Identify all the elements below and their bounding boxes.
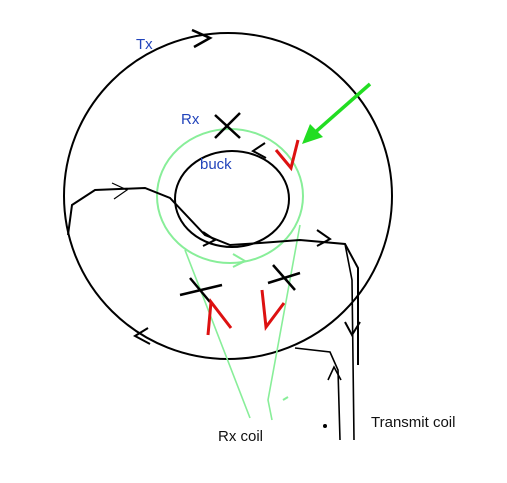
direction-arrow-icon bbox=[111, 182, 129, 200]
marker-dot bbox=[323, 424, 327, 428]
direction-arrow-icon bbox=[251, 142, 267, 159]
direction-arrow-icon bbox=[232, 253, 248, 268]
rx-coil-loop bbox=[156, 128, 304, 264]
label-rx: Rx bbox=[181, 111, 200, 128]
label-buck: buck bbox=[200, 156, 232, 173]
cross-mark-icon bbox=[267, 264, 301, 291]
rx-coil-mark bbox=[282, 396, 289, 401]
check-mark-icon bbox=[206, 298, 233, 336]
check-mark-icon bbox=[274, 139, 300, 172]
direction-arrow-icon bbox=[202, 231, 217, 247]
tx-return-path bbox=[294, 347, 341, 441]
rx-coil-lead-left bbox=[184, 249, 251, 419]
buck-loop bbox=[174, 150, 290, 248]
tx-coil-loop bbox=[63, 32, 393, 360]
direction-arrow-icon bbox=[327, 365, 342, 381]
check-mark-icon bbox=[260, 289, 286, 331]
direction-arrow-icon bbox=[132, 327, 151, 345]
tx-lead-right bbox=[344, 243, 355, 441]
direction-arrow-icon bbox=[191, 28, 213, 49]
direction-arrow-icon bbox=[344, 321, 361, 338]
cross-mark-icon bbox=[214, 112, 241, 139]
label-rx-coil: Rx coil bbox=[218, 428, 263, 445]
arrow-pointer-icon bbox=[302, 82, 372, 144]
label-transmit-coil: Transmit coil bbox=[371, 414, 455, 431]
cross-mark-icon bbox=[179, 277, 223, 303]
tx-feed-path bbox=[67, 186, 359, 365]
direction-arrow-icon bbox=[316, 229, 332, 247]
rx-coil-lead-right bbox=[267, 224, 301, 421]
label-tx: Tx bbox=[136, 36, 153, 53]
